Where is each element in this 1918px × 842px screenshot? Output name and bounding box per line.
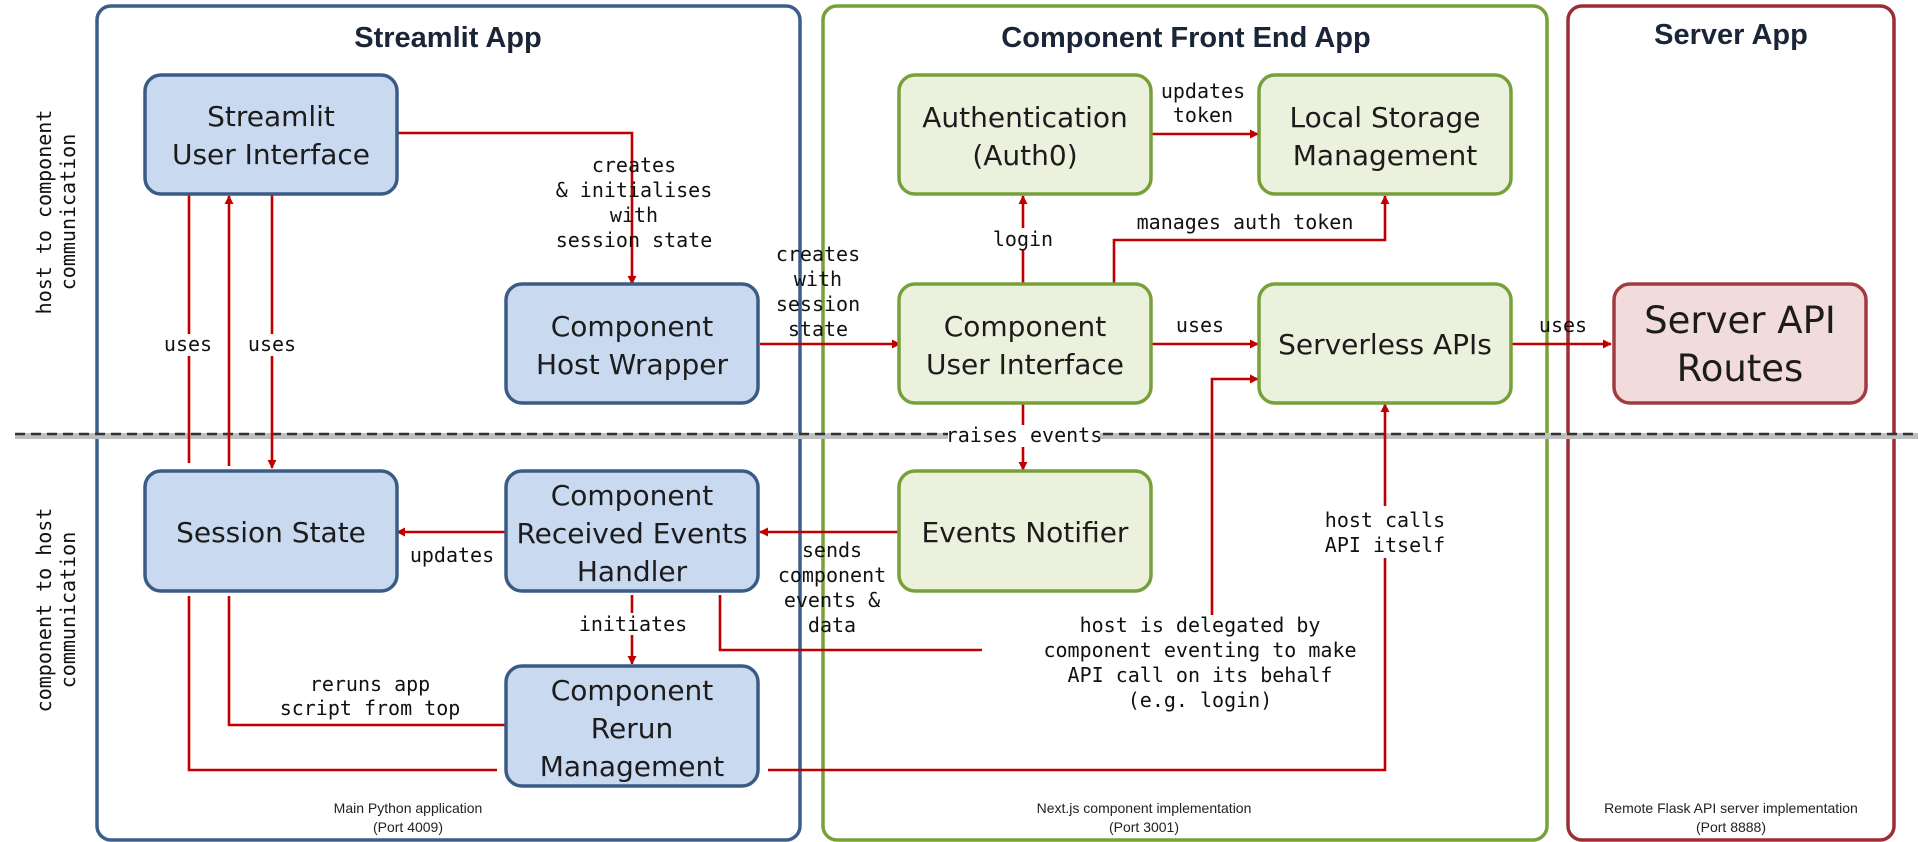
edge-delegated-right	[1210, 374, 1259, 615]
label-login: login	[993, 227, 1053, 251]
node-events-handler-line1: Component	[551, 479, 714, 512]
node-events-notifier-line1: Events Notifier	[922, 516, 1129, 549]
label-host-calls-line1: host calls	[1325, 508, 1445, 532]
label-uses-serverless: uses	[1176, 313, 1224, 337]
label-updates-token-line2: token	[1173, 103, 1233, 127]
node-host-wrapper-line1: Component	[551, 310, 714, 343]
label-reruns-line1: reruns app	[310, 672, 430, 696]
node-component-received-events-handler: Component Received Events Handler	[504, 469, 760, 593]
server-panel: Server App Remote Flask API server imple…	[1566, 4, 1896, 842]
label-creates-with-line4: state	[788, 317, 848, 341]
node-component-user-interface: Component User Interface	[897, 282, 1153, 405]
server-panel-footer: Remote Flask API server implementation	[1604, 800, 1858, 816]
label-reruns-line2: script from top	[280, 696, 461, 720]
node-component-host-wrapper: Component Host Wrapper	[504, 282, 760, 405]
label-updates-token-line1: updates	[1161, 79, 1245, 103]
frontend-panel-footer: Next.js component implementation	[1037, 800, 1252, 816]
frontend-panel-title: Component Front End App	[1001, 22, 1370, 54]
streamlit-panel-footer: Main Python application	[334, 800, 483, 816]
node-session-state: Session State	[143, 469, 399, 593]
node-serverless-line1: Serverless APIs	[1278, 328, 1492, 361]
frontend-panel: Component Front End App Next.js componen…	[821, 4, 1549, 842]
server-panel-port: (Port 8888)	[1696, 819, 1766, 835]
label-sends-line4: data	[808, 613, 856, 637]
server-panel-title: Server App	[1654, 19, 1808, 51]
node-server-api-routes: Server API Routes	[1612, 282, 1868, 405]
node-serverless-apis: Serverless APIs	[1257, 282, 1513, 405]
edge-reruns-app	[227, 596, 505, 727]
node-authentication: Authentication (Auth0)	[897, 73, 1153, 196]
node-component-ui-line1: Component	[944, 310, 1107, 343]
node-server-routes-line2: Routes	[1677, 347, 1804, 390]
node-auth-line2: (Auth0)	[972, 139, 1077, 172]
label-delegated-line2: component eventing to make	[1043, 638, 1356, 662]
node-session-state-line1: Session State	[176, 516, 366, 549]
label-creates-line4: session state	[556, 228, 713, 252]
label-creates-with-line2: with	[794, 267, 842, 291]
node-rerun-line1: Component	[551, 674, 714, 707]
label-delegated-line4: (e.g. login)	[1128, 688, 1273, 712]
label-manages-auth-token: manages auth token	[1137, 210, 1354, 234]
streamlit-panel-title: Streamlit App	[354, 22, 541, 54]
streamlit-panel-port: (Port 4009)	[373, 819, 443, 835]
label-sends-line2: component	[778, 563, 886, 587]
frontend-panel-port: (Port 3001)	[1109, 819, 1179, 835]
node-server-routes-line1: Server API	[1644, 299, 1836, 342]
node-events-handler-line3: Handler	[577, 555, 688, 588]
node-rerun-line2: Rerun	[591, 712, 673, 745]
node-events-notifier: Events Notifier	[897, 469, 1153, 593]
node-component-rerun-management: Component Rerun Management	[504, 664, 760, 788]
node-component-ui-line2: User Interface	[926, 348, 1124, 381]
streamlit-panel: Streamlit App Main Python application (P…	[95, 4, 802, 842]
node-auth-line1: Authentication	[922, 101, 1128, 134]
node-streamlit-user-interface: Streamlit User Interface	[143, 73, 399, 196]
node-rerun-line3: Management	[540, 750, 724, 783]
side-label-bottom-line1: component to host	[32, 508, 56, 713]
node-local-storage-line1: Local Storage	[1289, 101, 1480, 134]
label-creates-with-line3: session	[776, 292, 860, 316]
node-local-storage-line2: Management	[1293, 139, 1477, 172]
label-updates-session: updates	[410, 543, 494, 567]
side-label-top-line2: communication	[56, 134, 80, 291]
side-label-component-to-host: component to host communication	[32, 508, 80, 713]
label-creates-with-line1: creates	[776, 242, 860, 266]
edges	[187, 129, 1612, 772]
node-host-wrapper-line2: Host Wrapper	[536, 348, 729, 381]
label-sends-line3: events &	[784, 588, 880, 612]
edge-labels: creates & initialises with session state…	[160, 79, 1587, 720]
label-uses-left: uses	[164, 332, 212, 356]
label-initiates: initiates	[579, 612, 687, 636]
label-uses-server: uses	[1539, 313, 1587, 337]
label-raises-events: raises events	[946, 423, 1103, 447]
node-local-storage-management: Local Storage Management	[1257, 73, 1513, 196]
label-uses-right: uses	[248, 332, 296, 356]
label-sends-line1: sends	[802, 538, 862, 562]
node-streamlit-ui-line1: Streamlit	[207, 100, 335, 133]
side-label-bottom-line2: communication	[56, 532, 80, 689]
edge-creates-initialises	[397, 131, 637, 285]
label-host-calls-line2: API itself	[1325, 533, 1445, 557]
label-delegated-line1: host is delegated by	[1080, 613, 1321, 637]
label-creates-line3: with	[610, 203, 658, 227]
side-label-host-to-component: host to component communication	[32, 110, 80, 315]
node-events-handler-line2: Received Events	[516, 517, 747, 550]
edge-rerun-loop-left	[187, 596, 497, 772]
label-creates-line1: creates	[592, 153, 676, 177]
edge-manages-auth-token	[1112, 195, 1390, 284]
node-streamlit-ui-line2: User Interface	[172, 138, 370, 171]
label-creates-line2: & initialises	[556, 178, 713, 202]
side-label-top-line1: host to component	[32, 110, 56, 315]
edge-delegated-left	[718, 595, 982, 652]
label-delegated-line3: API call on its behalf	[1068, 663, 1333, 687]
